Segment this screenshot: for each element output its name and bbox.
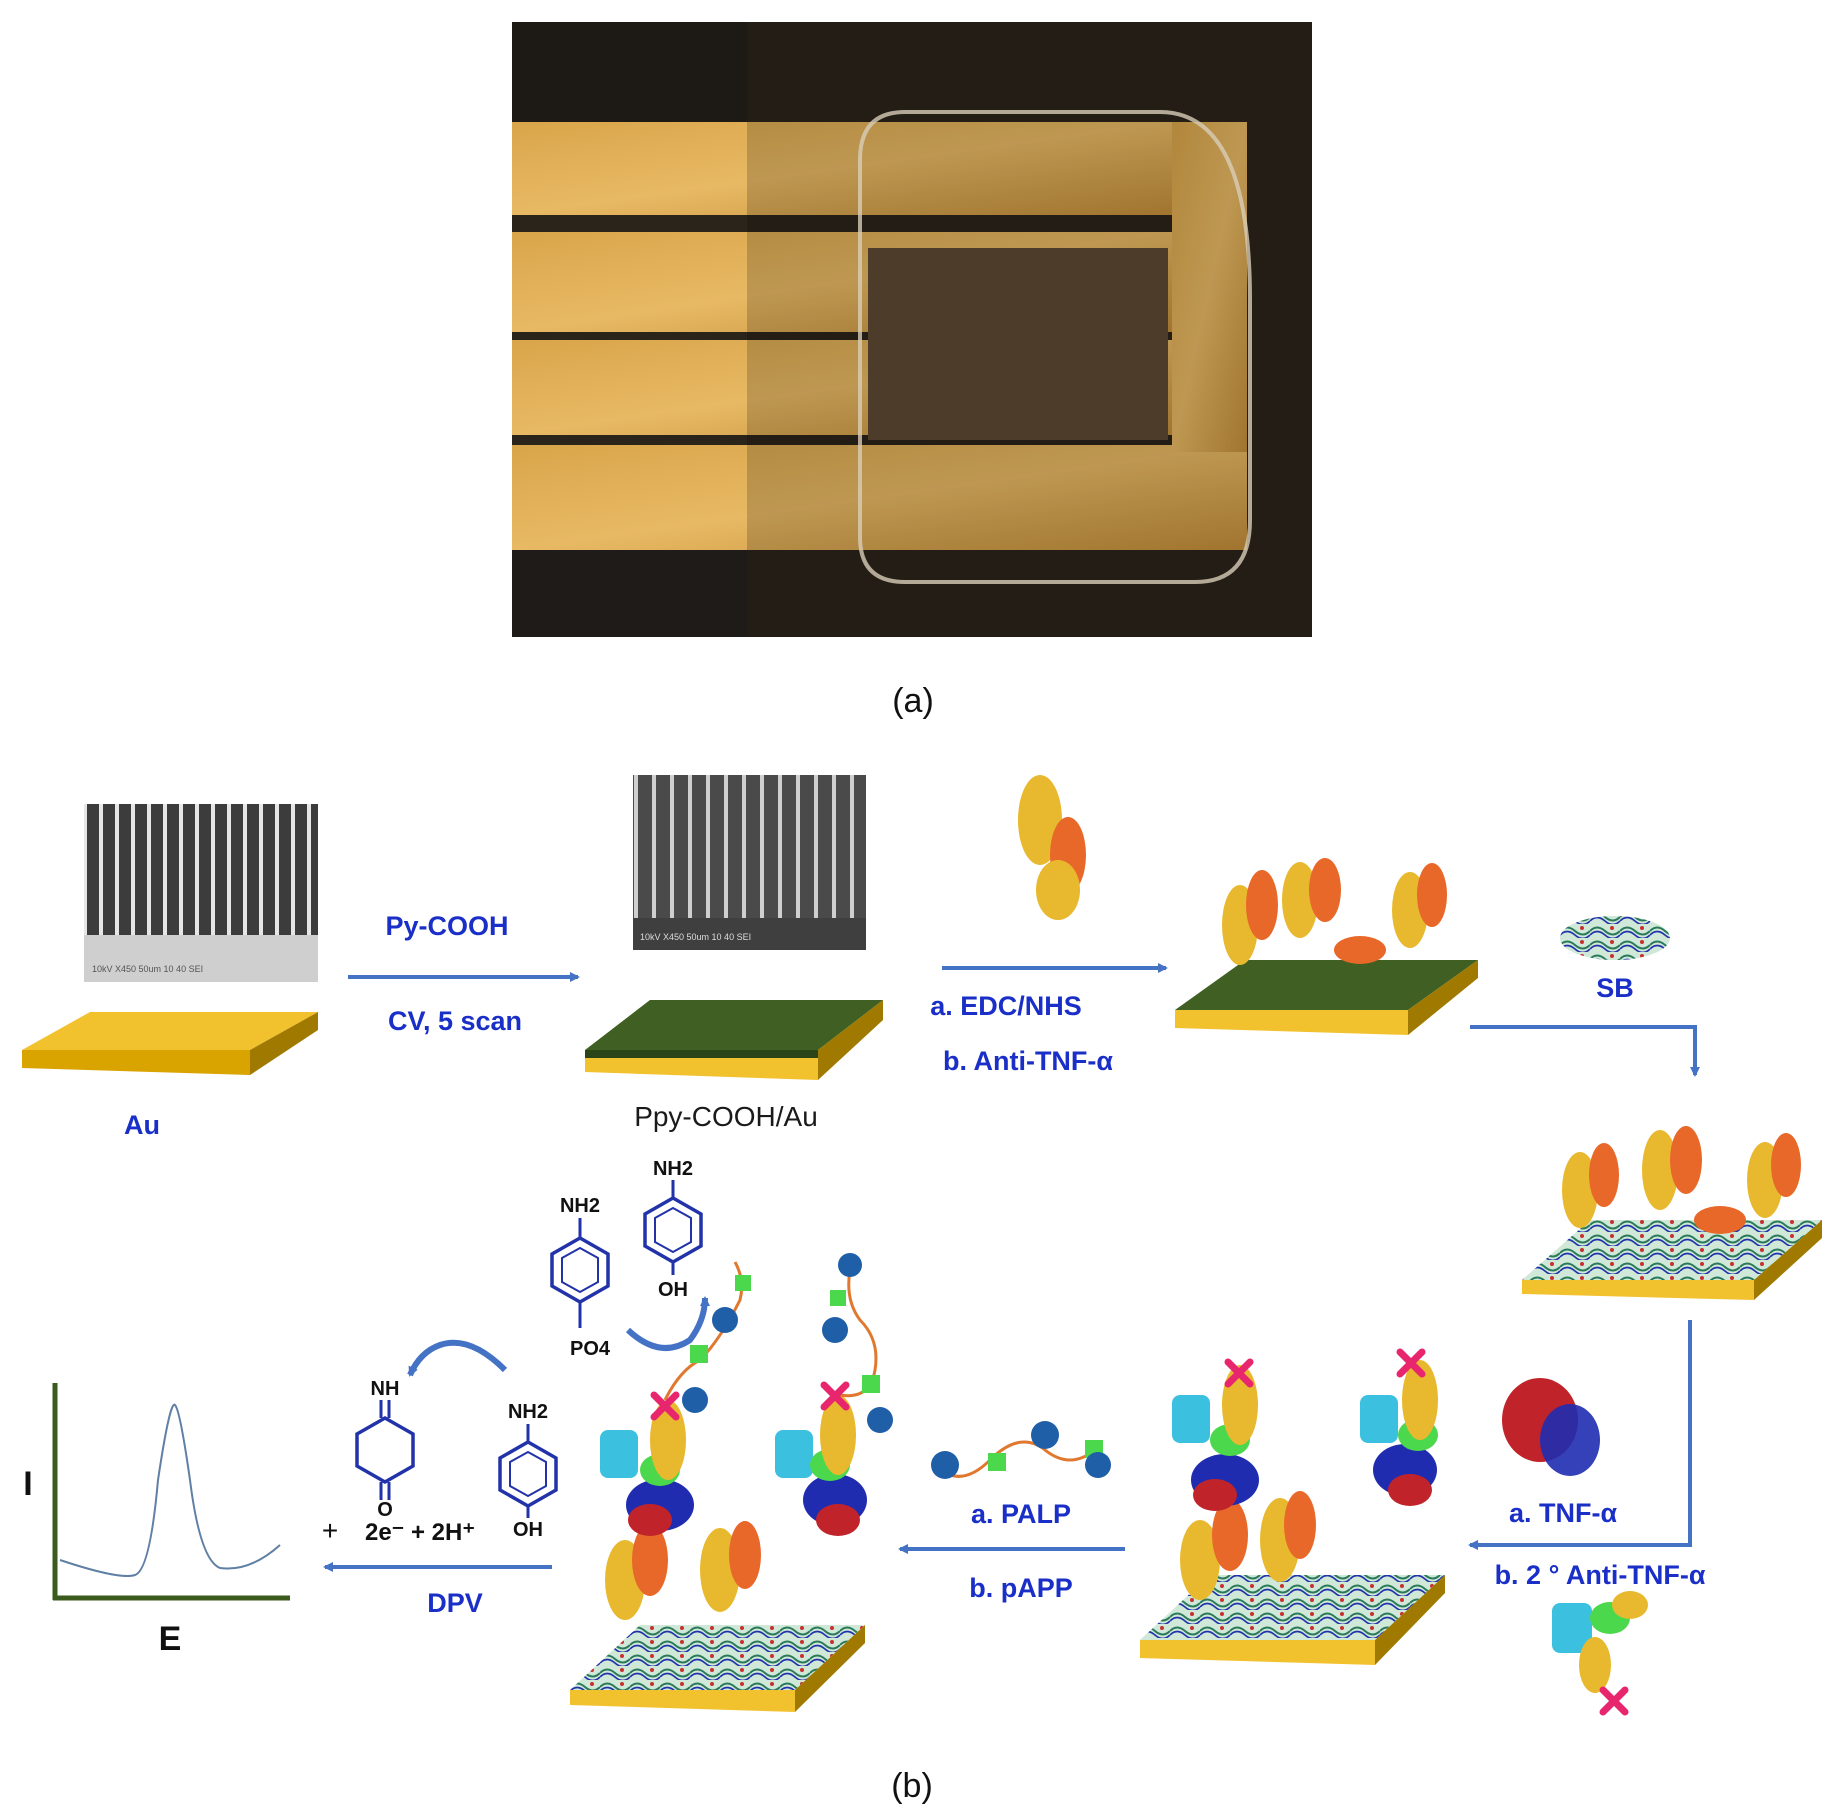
label-dpv: DPV <box>427 1588 483 1618</box>
svg-text:10kV X450 50um 10 40 S: 10kV X450 50um 10 40 SEI <box>92 964 203 974</box>
sandwich-electrode <box>1140 1348 1445 1665</box>
electrode-photo <box>512 22 1312 637</box>
panel-b-caption: (b) <box>891 1767 933 1805</box>
label-cv-scan: CV, 5 scan <box>388 1006 522 1036</box>
pap-structure-2: NH2 OH <box>498 1401 558 1541</box>
label-py-cooh: Py-COOH <box>385 911 508 941</box>
sem-image-au: 10kV X450 50um 10 40 SEI <box>84 804 318 982</box>
sb-blocked-electrode <box>1522 1126 1822 1300</box>
panel-a-caption: (a) <box>892 682 934 720</box>
svg-text:PO4: PO4 <box>570 1338 611 1360</box>
electron-proton-label: 2e⁻ + 2H⁺ <box>365 1519 475 1546</box>
svg-text:OH: OH <box>658 1279 688 1301</box>
quinone-imine-structure: NH O <box>355 1378 415 1521</box>
label-palp: a. PALP <box>971 1499 1071 1529</box>
label-ppy-au: Ppy-COOH/Au <box>634 1101 818 1132</box>
label-tnf-alpha: a. TNF-α <box>1509 1498 1617 1528</box>
arrow-step-4 <box>1468 1320 1692 1550</box>
antibody-icon <box>1018 775 1086 920</box>
label-sb: SB <box>1596 973 1634 1003</box>
enzyme-labeled-electrode <box>570 1253 893 1712</box>
label-edc-nhs: a. EDC/NHS <box>930 991 1082 1021</box>
redox-arrow <box>407 1339 508 1377</box>
label-papp: b. pAPP <box>969 1573 1073 1603</box>
sem-image-ppy: 10kV X450 50um 10 40 SEI <box>633 775 866 950</box>
pap-structure: NH2 OH <box>643 1158 703 1301</box>
svg-text:OH: OH <box>513 1519 543 1541</box>
secondary-antibody-icon <box>1552 1591 1648 1716</box>
arrow-step-3 <box>1470 1025 1700 1077</box>
au-electrode-slab <box>22 1012 318 1075</box>
svg-text:NH: NH <box>371 1378 400 1400</box>
label-secondary-anti-tnf: b. 2 ° Anti-TNF-α <box>1495 1560 1706 1590</box>
dpv-plot: I E <box>23 1383 290 1658</box>
plus-sign: + <box>322 1515 338 1546</box>
dpv-x-label: E <box>159 1620 182 1658</box>
label-anti-tnf: b. Anti-TNF-α <box>943 1046 1113 1076</box>
tnf-alpha-icon <box>1502 1378 1600 1476</box>
conversion-arrow <box>625 1296 710 1351</box>
dpv-curve <box>59 1403 281 1577</box>
papp-structure: NH2 PO4 <box>550 1195 611 1360</box>
antibody-electrode <box>1175 858 1478 1035</box>
palp-enzyme-chain <box>931 1421 1111 1479</box>
label-au: Au <box>124 1110 160 1140</box>
dpv-y-label: I <box>23 1465 32 1503</box>
ppy-au-slab <box>585 1000 883 1080</box>
svg-text:O: O <box>377 1499 393 1521</box>
svg-text:NH2: NH2 <box>653 1158 693 1180</box>
sb-icon <box>1560 916 1670 960</box>
svg-text:10kV X450 50um 10 40 S: 10kV X450 50um 10 40 SEI <box>640 932 751 942</box>
label-cross-icon <box>1599 1686 1629 1716</box>
svg-text:NH2: NH2 <box>508 1401 548 1423</box>
svg-text:NH2: NH2 <box>560 1195 600 1217</box>
